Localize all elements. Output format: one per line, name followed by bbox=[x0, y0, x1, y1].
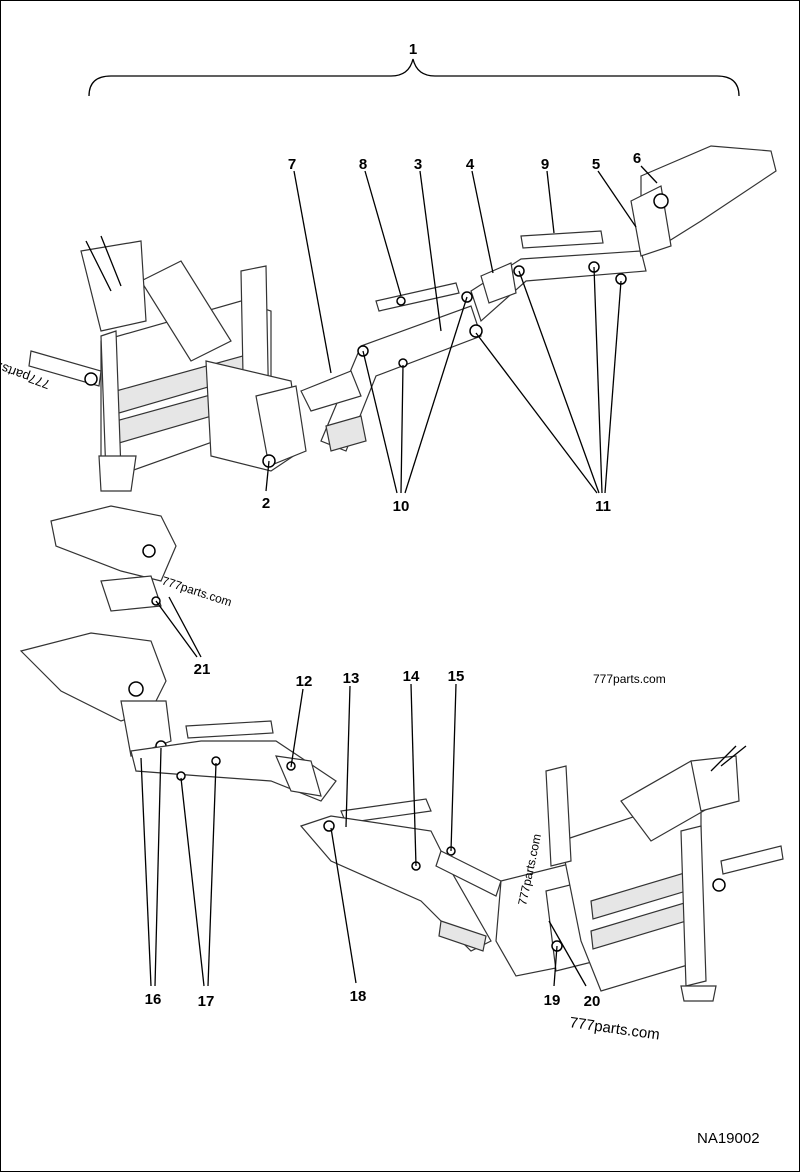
bucket-detail bbox=[50, 505, 177, 612]
top-bucket-cylinder bbox=[520, 230, 604, 249]
callout-12: 12 bbox=[296, 673, 313, 690]
callout-2: 2 bbox=[262, 495, 270, 512]
top-boom bbox=[300, 305, 483, 452]
top-boom-cylinder bbox=[375, 282, 460, 312]
top-bucket bbox=[615, 145, 777, 285]
callout-4: 4 bbox=[466, 156, 475, 173]
assembly-brace bbox=[88, 58, 740, 97]
bottom-bucket bbox=[19, 632, 172, 762]
callout-19: 19 bbox=[544, 992, 561, 1009]
callout-20: 20 bbox=[584, 993, 601, 1010]
callout-10: 10 bbox=[393, 498, 410, 515]
callout-13: 13 bbox=[343, 670, 360, 687]
callout-15: 15 bbox=[448, 668, 465, 685]
figure-id: NA19002 bbox=[697, 1130, 760, 1147]
callout-14: 14 bbox=[403, 668, 420, 685]
callout-6: 6 bbox=[633, 150, 641, 167]
bottom-boom bbox=[299, 815, 502, 952]
leader-lines bbox=[140, 165, 658, 987]
callout-5: 5 bbox=[592, 156, 600, 173]
callout-11: 11 bbox=[595, 498, 611, 515]
top-swing-frame bbox=[205, 360, 307, 472]
bottom-bucket-cylinder bbox=[185, 720, 274, 739]
callout-8: 8 bbox=[359, 156, 367, 173]
callout-17: 17 bbox=[198, 993, 215, 1010]
callout-18: 18 bbox=[350, 988, 367, 1005]
callout-16: 16 bbox=[145, 991, 162, 1008]
watermark: 777parts.com bbox=[568, 1014, 660, 1043]
bottom-mount-frame bbox=[545, 745, 784, 1002]
callout-3: 3 bbox=[414, 156, 422, 173]
top-dipper-arm bbox=[461, 250, 647, 323]
bottom-dipper-arm bbox=[130, 740, 337, 802]
callout-21: 21 bbox=[194, 661, 211, 678]
callout-9: 9 bbox=[541, 156, 549, 173]
watermark: 777parts.com bbox=[160, 574, 233, 610]
callout-1: 1 bbox=[409, 41, 417, 58]
callout-7: 7 bbox=[288, 156, 296, 173]
watermark: 777parts.com bbox=[593, 672, 666, 686]
